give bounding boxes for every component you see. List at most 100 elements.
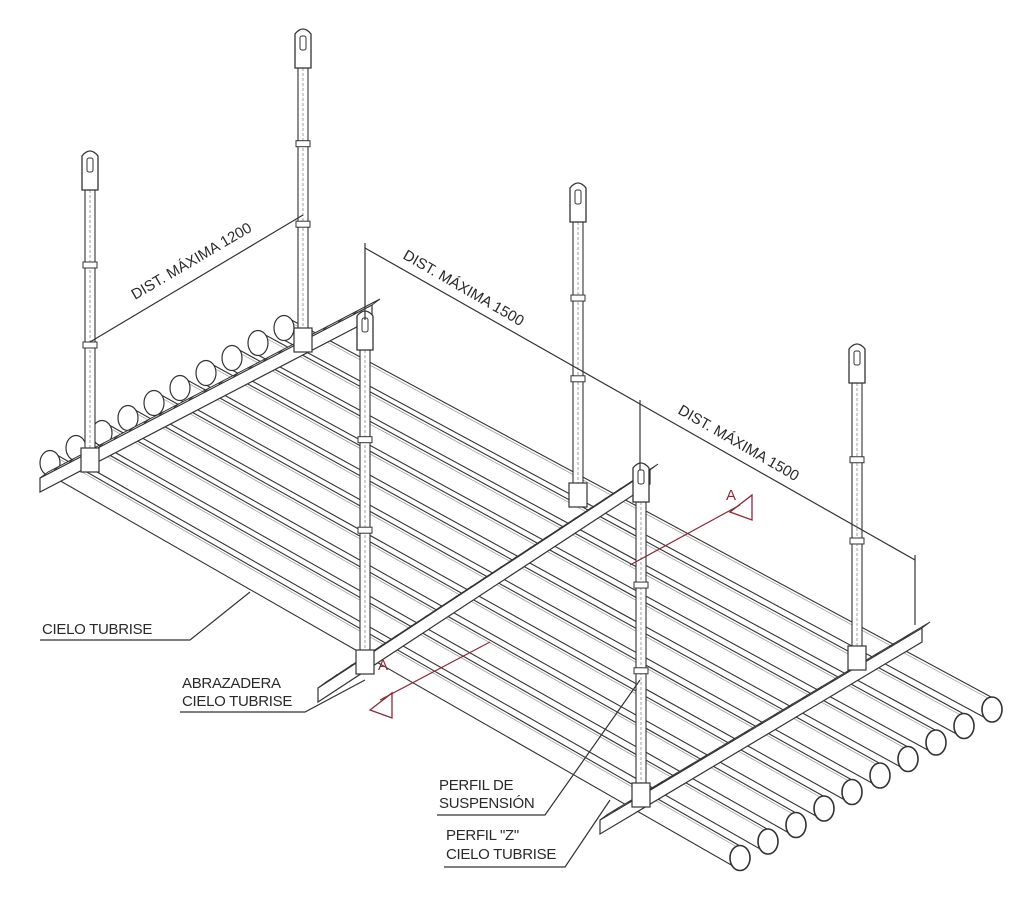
z-profile-group: [39, 298, 931, 836]
rod-clip: [357, 436, 373, 444]
clip-slot: [744, 729, 750, 734]
clip-slot: [352, 310, 359, 315]
callout-label: CIELO TUBRISE: [182, 693, 292, 710]
rod-clip: [633, 667, 649, 675]
tube-edge: [127, 405, 825, 797]
tube-end-back: [143, 389, 165, 417]
tube-end-front: [925, 729, 947, 756]
tube-highlight: [79, 440, 773, 835]
clip-slot: [173, 403, 180, 409]
callout-label: CIELO TUBRISE: [42, 621, 152, 638]
clip-slot: [128, 426, 135, 432]
tube-highlight: [183, 380, 885, 769]
clip-slot: [451, 595, 458, 601]
hanger-slot: [299, 35, 307, 51]
suspension-rod: [355, 310, 375, 675]
clip-slot: [406, 624, 413, 630]
callout-label: PERFIL "Z": [446, 827, 519, 844]
suspension-rod: [80, 150, 100, 473]
callout-perfil-suspension: PERFIL DE SUSPENSIÓN: [437, 679, 641, 816]
dimension-label: DIST. MÁXIMA 1500: [675, 402, 802, 485]
tube-highlight: [235, 350, 941, 736]
hanger-slot: [637, 469, 645, 485]
clip-slot: [248, 364, 254, 370]
clip-slot: [511, 556, 517, 561]
clip-slot: [830, 677, 837, 683]
suspension-rod: [293, 28, 313, 353]
z-profile: [599, 621, 931, 836]
hanger-slot: [86, 157, 94, 173]
clip-slot: [233, 372, 239, 378]
section-mark-a-top: A: [629, 487, 753, 566]
tube-end-back: [195, 359, 217, 387]
section-triangle-icon: [368, 691, 393, 719]
rod-bracket: [80, 447, 100, 473]
callout-cielo-tubrise: CIELO TUBRISE: [40, 591, 251, 641]
suspension-rod: [631, 462, 651, 808]
clip-slot: [143, 419, 150, 424]
clip-slot: [787, 703, 794, 708]
callout-perfil-z: PERFIL "Z" CIELO TUBRISE: [444, 799, 611, 868]
section-triangle-icon: [728, 493, 753, 521]
rod-clip: [570, 375, 586, 383]
clip-slot: [376, 644, 383, 650]
rod-bracket: [355, 649, 375, 675]
clip-slot: [481, 575, 487, 581]
rod-bracket: [631, 782, 651, 808]
clip-slot: [113, 434, 120, 440]
dimension-label: DIST. MÁXIMA 1500: [400, 247, 527, 330]
tube-end-front: [869, 762, 891, 789]
callout-label: CIELO TUBRISE: [446, 846, 556, 863]
tube-end-back: [273, 314, 295, 342]
rod-clip: [849, 537, 865, 545]
rod-bracket: [568, 482, 588, 508]
rod-clip: [849, 456, 865, 464]
clip-slot: [68, 457, 75, 463]
section-label: A: [726, 487, 736, 504]
tube-edge: [257, 330, 965, 715]
tube-end-back: [247, 329, 269, 357]
dimension-1200: DIST. MÁXIMA 1200: [89, 214, 304, 343]
dimension-line: [639, 403, 916, 561]
dimension-label: DIST. MÁXIMA 1200: [128, 219, 254, 303]
clip-slot: [188, 395, 195, 401]
callout-label: SUSPENSIÓN: [439, 795, 534, 812]
clip-slot: [671, 772, 678, 778]
tube-highlight: [131, 410, 829, 802]
hanger-slot: [574, 189, 582, 205]
tube-end-front: [785, 811, 807, 839]
tube-end-front: [981, 696, 1003, 723]
tube-end-front: [729, 844, 751, 872]
z-profile: [317, 463, 659, 704]
clip-slot: [600, 497, 607, 503]
clip-slot: [496, 566, 502, 571]
dimension-1500-a: DIST. MÁXIMA 1500: [364, 243, 641, 405]
clip-slot: [158, 411, 165, 416]
clip-slot: [421, 615, 428, 620]
clip-slot: [331, 673, 338, 679]
clip-slot: [466, 585, 473, 591]
clip-slot: [278, 348, 284, 354]
clip-slot: [700, 755, 707, 760]
callout-abrazadera: ABRAZADERA CIELO TUBRISE: [180, 675, 366, 713]
suspension-rod: [568, 182, 588, 508]
tube-edge: [205, 360, 909, 748]
tube-end-front: [757, 828, 779, 855]
clip-slot: [218, 380, 224, 385]
rod-clip: [295, 140, 311, 148]
clip-slot: [322, 325, 329, 331]
clip-slot: [53, 465, 60, 471]
suspension-rod-group: [80, 28, 867, 808]
rod-clip: [633, 581, 649, 589]
clip-slot: [391, 634, 398, 640]
clip-slot: [337, 317, 344, 323]
tube-end-front: [953, 712, 975, 740]
tube-end-back: [221, 344, 243, 372]
rod-clip: [295, 220, 311, 228]
clip-slot: [346, 664, 353, 669]
tube-highlight: [53, 455, 745, 852]
section-label: A: [378, 657, 388, 674]
clip-slot: [203, 387, 209, 393]
rod-clip: [82, 341, 98, 349]
clip-slot: [801, 694, 808, 700]
